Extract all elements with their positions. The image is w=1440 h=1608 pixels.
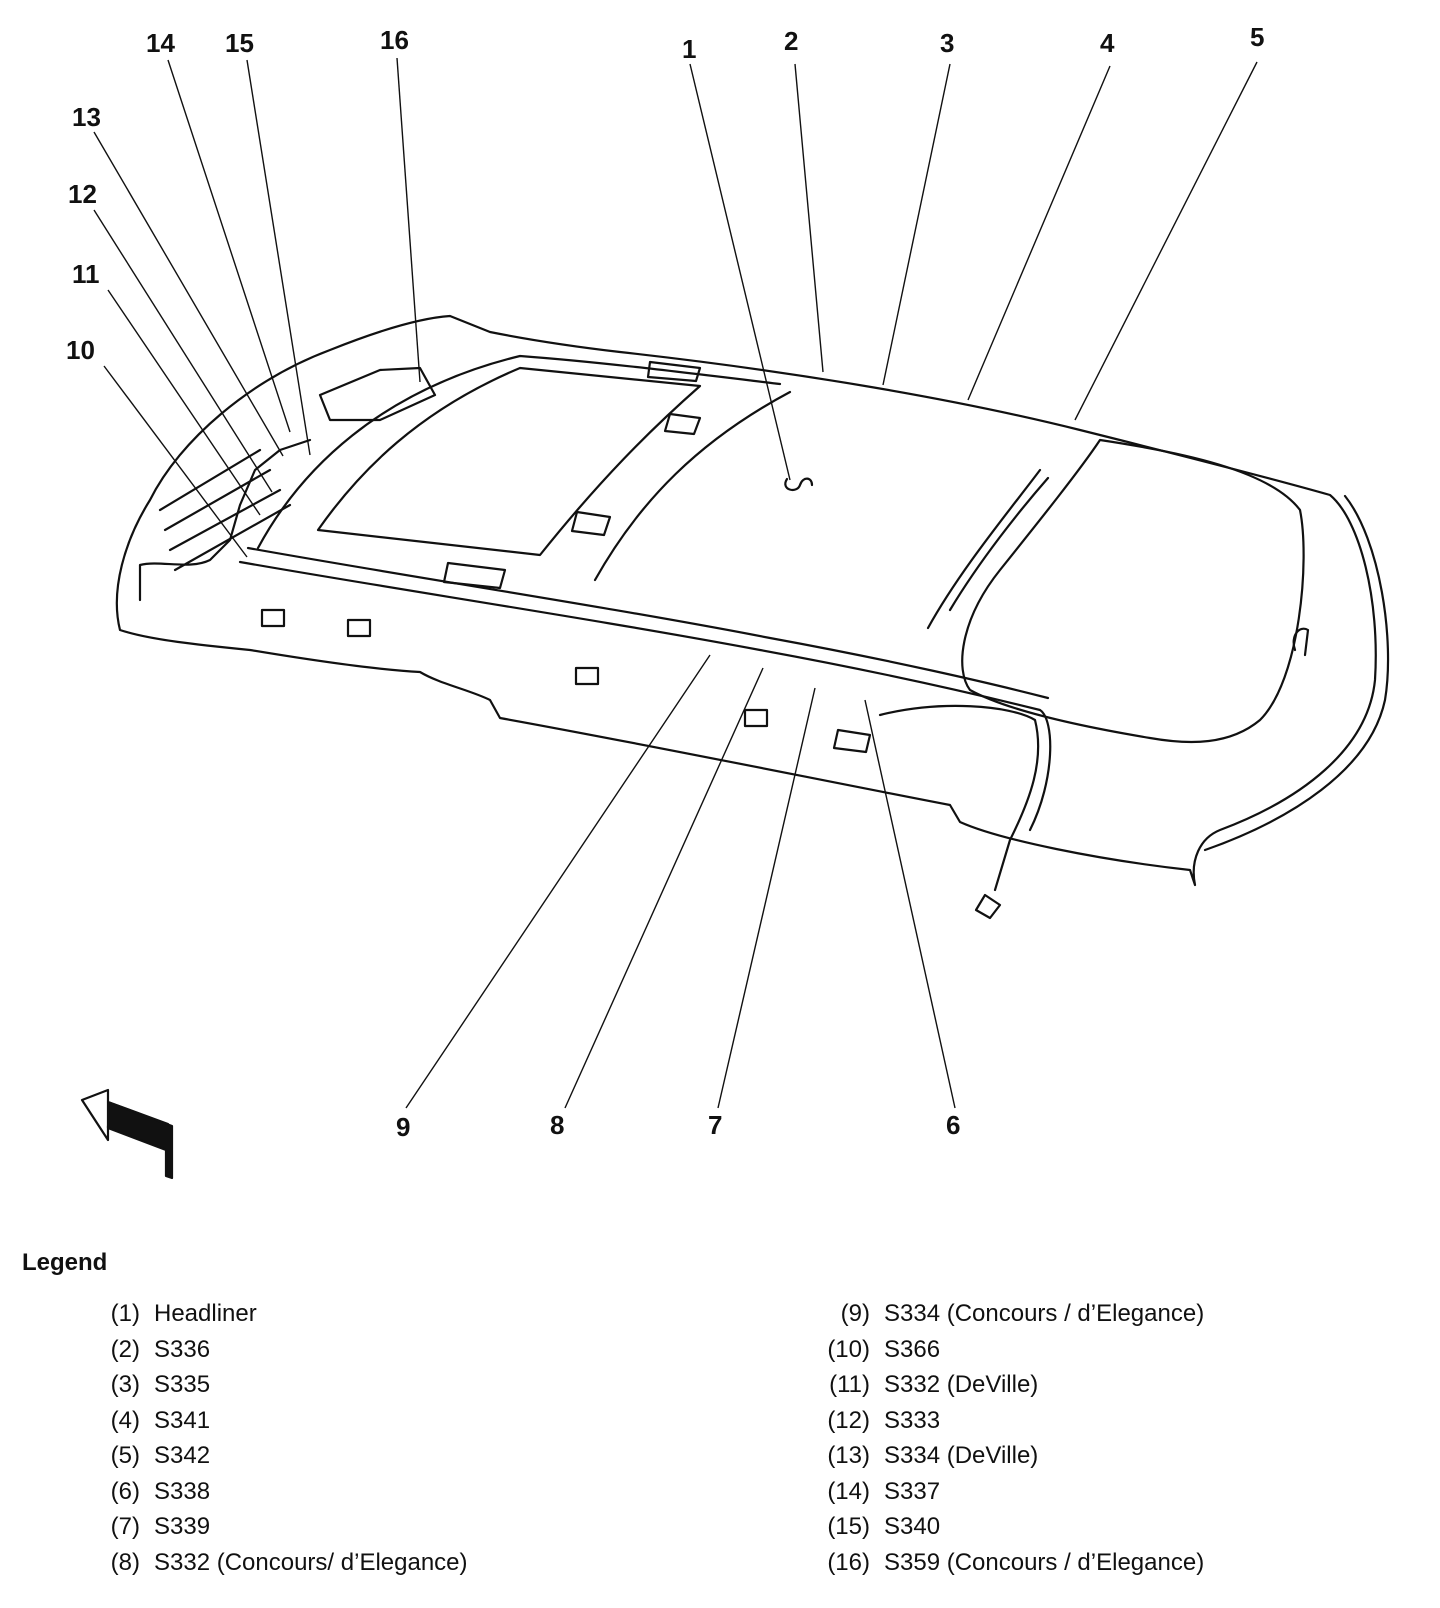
legend-item-number: (13) bbox=[827, 1442, 870, 1469]
callout-11: 11 bbox=[72, 259, 100, 289]
callout-14: 14 bbox=[146, 28, 175, 58]
legend-item-number: (14) bbox=[827, 1477, 870, 1505]
legend-item: (15) S340 bbox=[818, 1509, 1204, 1545]
callout-15: 15 bbox=[225, 28, 254, 58]
legend-item-label: S337 bbox=[884, 1477, 941, 1505]
callout-1: 1 bbox=[682, 34, 696, 64]
callout-2: 2 bbox=[784, 26, 798, 56]
legend-item-number: (12) bbox=[827, 1406, 870, 1434]
legend-item: (9) S334 (Concours / d’Elegance) bbox=[818, 1296, 1205, 1332]
headliner-outline bbox=[115, 314, 1377, 887]
callout-6: 6 bbox=[946, 1110, 960, 1140]
legend-item-label: Headliner bbox=[154, 1300, 257, 1327]
legend-item-label: S340 bbox=[884, 1513, 941, 1540]
callout-16: 16 bbox=[380, 25, 409, 55]
legend-item: (2) S336 bbox=[84, 1332, 468, 1368]
legend-item-label: S332 (Concours/ d’Elegance) bbox=[154, 1548, 468, 1576]
legend-item-label: S341 bbox=[154, 1406, 211, 1434]
callout-9: 9 bbox=[396, 1112, 410, 1142]
legend-item-label: S333 bbox=[884, 1406, 941, 1434]
callout-8: 8 bbox=[550, 1110, 564, 1140]
legend-title: Legend bbox=[22, 1249, 108, 1276]
legend-item-number: (15) bbox=[827, 1513, 870, 1540]
legend-item-label: S366 bbox=[884, 1335, 941, 1363]
legend-item: (3) S335 bbox=[84, 1367, 468, 1403]
legend-item-number: (5) bbox=[110, 1442, 140, 1469]
legend-item-number: (16) bbox=[827, 1548, 870, 1576]
legend-item: (13) S334 (DeVille) bbox=[818, 1438, 1204, 1474]
legend-item-number: (9) bbox=[840, 1300, 870, 1327]
callout-4: 4 bbox=[1100, 28, 1115, 58]
legend-item: (7) S339 bbox=[84, 1509, 468, 1545]
callout-10: 10 bbox=[66, 335, 95, 365]
legend-item: (10) S366 bbox=[818, 1332, 1204, 1368]
front-direction-arrow-icon bbox=[80, 1088, 174, 1180]
legend-item-label: S342 bbox=[154, 1442, 211, 1469]
headliner-diagram: 1 2 3 4 5 6 7 8 9 10 11 12 13 14 15 16 bbox=[66, 22, 1390, 1180]
legend-item-number: (2) bbox=[110, 1335, 140, 1363]
legend-item-label: S339 bbox=[154, 1513, 211, 1540]
legend-item: (5) S342 bbox=[84, 1438, 468, 1474]
legend-item-number: (10) bbox=[827, 1335, 870, 1363]
legend-column-left: (1) Headliner (2) S336 (3) S335 (4) S341 (5)… bbox=[84, 1296, 468, 1580]
legend-item-number: (1) bbox=[110, 1300, 140, 1327]
legend-item-number: (4) bbox=[110, 1406, 140, 1434]
legend-item: (4) S341 bbox=[84, 1403, 468, 1439]
callout-7: 7 bbox=[708, 1110, 722, 1140]
legend-item-label: S335 bbox=[154, 1371, 211, 1398]
callout-3: 3 bbox=[940, 28, 954, 58]
legend-item-label: S334 (Concours / d’Elegance) bbox=[884, 1300, 1205, 1327]
legend-column-right: (9) S334 (Concours / d’Elegance) (10) S366… bbox=[818, 1296, 1204, 1580]
legend-item: (11) S332 (DeVille) bbox=[818, 1367, 1204, 1403]
legend-item: (14) S337 bbox=[818, 1474, 1204, 1510]
legend-item-number: (11) bbox=[829, 1371, 870, 1398]
legend-item-label: S332 (DeVille) bbox=[884, 1371, 1039, 1398]
legend-item: (12) S333 bbox=[818, 1403, 1204, 1439]
callout-13: 13 bbox=[72, 102, 101, 132]
legend-item-label: S338 bbox=[154, 1477, 211, 1505]
callout-12: 12 bbox=[68, 179, 97, 209]
legend-item-number: (3) bbox=[110, 1371, 140, 1398]
legend-item-label: S334 (DeVille) bbox=[884, 1442, 1039, 1469]
legend-item: (16) S359 (Concours / d’Elegance) bbox=[818, 1545, 1204, 1581]
legend-item: (8) S332 (Concours/ d’Elegance) bbox=[84, 1545, 468, 1581]
legend-item-number: (7) bbox=[110, 1513, 140, 1540]
legend-item-label: S336 bbox=[154, 1335, 211, 1363]
legend-item: (1) Headliner bbox=[84, 1296, 468, 1332]
legend-item: (6) S338 bbox=[84, 1474, 468, 1510]
legend-item-number: (8) bbox=[110, 1548, 140, 1576]
callout-5: 5 bbox=[1250, 22, 1264, 52]
legend-item-label: S359 (Concours / d’Elegance) bbox=[884, 1548, 1205, 1576]
legend-item-number: (6) bbox=[110, 1477, 140, 1505]
